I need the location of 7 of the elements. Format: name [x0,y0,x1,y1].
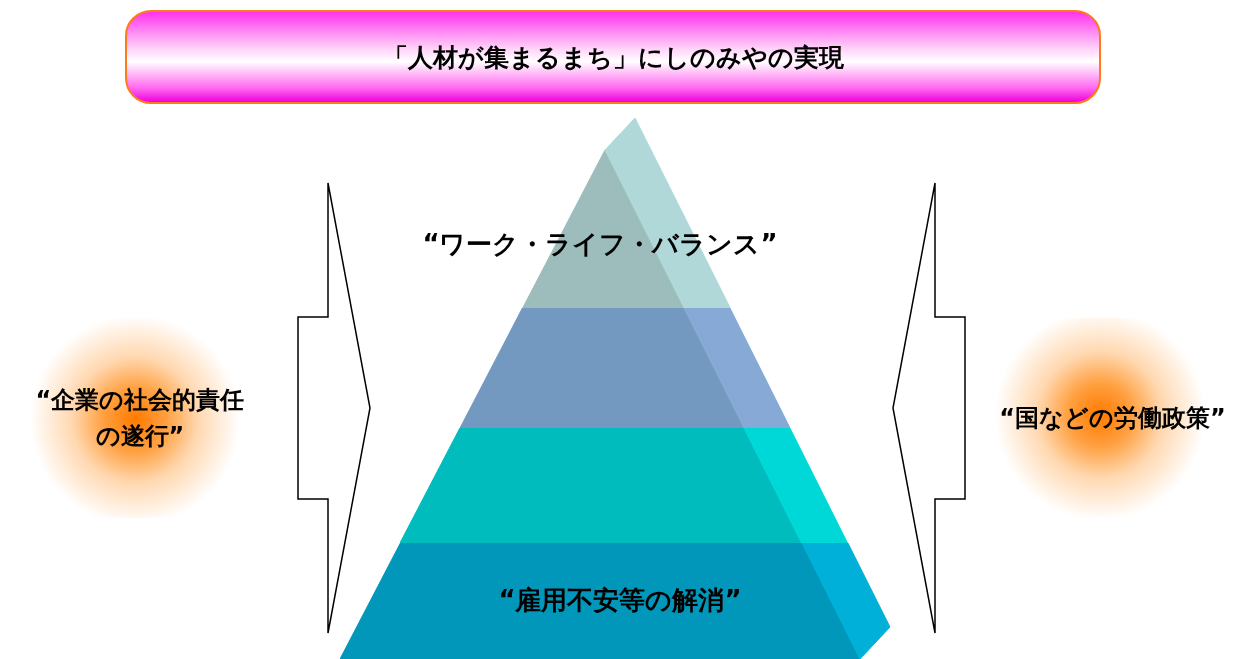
circle-label: “国などの労働政策” [998,403,1227,434]
layer-label: “雇用不安等の解消” [497,583,743,617]
circle-label: “企業の社会的責任の遂行” [34,385,246,452]
chevron-arrow [297,182,371,634]
chevron-arrow [892,182,966,634]
title-banner: 「人材が集まるまち」にしのみやの実現 [125,10,1101,104]
layer-label: “ワーク・ライフ・バランス” [421,227,779,261]
